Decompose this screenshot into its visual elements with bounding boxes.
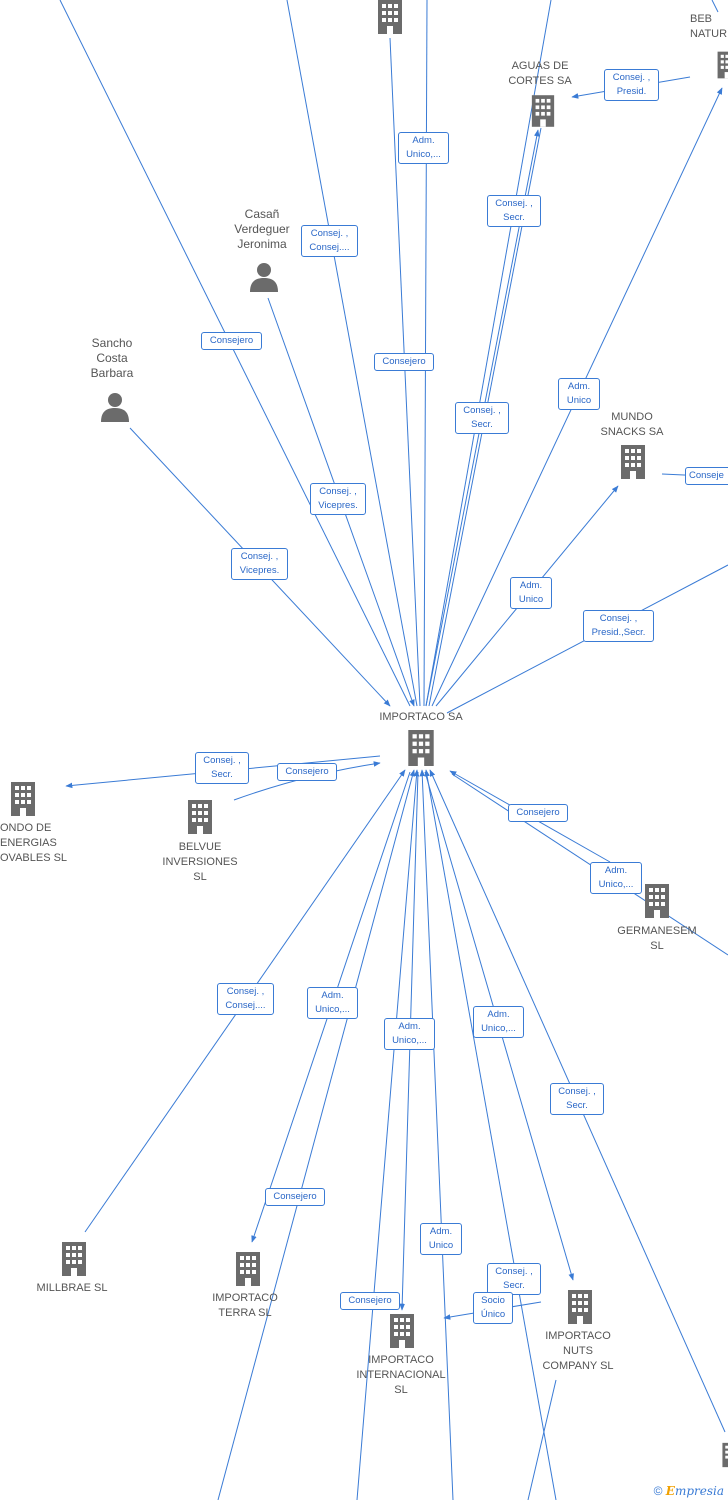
center-label[interactable]: IMPORTACO SA [379,711,463,723]
edges [59,0,728,1500]
edge-label[interactable]: Consej. , Vicepres. [310,483,366,515]
edge-label[interactable]: Adm. Unico,... [384,1018,435,1050]
edge-label[interactable]: Consej. , Secr. [487,1263,541,1295]
building-icon[interactable] [188,800,212,834]
edge [425,0,552,707]
brand-name: mpresia [674,1484,724,1498]
copyright-symbol: © [653,1484,663,1498]
edge [356,769,420,1500]
edge [59,0,411,707]
person-icon[interactable] [250,263,278,292]
edge [419,769,454,1500]
edge-label[interactable]: Consejero [265,1188,325,1206]
edge [286,0,418,707]
edge-label[interactable]: Consej. , Secr. [550,1083,604,1115]
company-label-millbrae[interactable]: MILLBRAE SL [36,1282,108,1294]
edge-label[interactable]: Consej. , Vicepres. [231,548,288,580]
building-icon[interactable] [717,51,728,79]
building-icon[interactable] [62,1242,86,1276]
edge-label[interactable]: Consejero [374,353,434,371]
person-icon[interactable] [101,393,129,422]
edge [389,37,421,707]
building-icon[interactable] [390,1314,414,1348]
edge [527,1379,557,1500]
edge [424,769,557,1500]
edge-label[interactable]: Socio Único [473,1292,513,1324]
copyright-footer: © Empresia [654,1484,724,1498]
building-icon[interactable] [378,0,402,34]
company-label-fondo-energias[interactable]: ONDO DE ENERGIAS OVABLES SL [0,822,68,864]
company-label-aguas-de-cortes[interactable]: AGUAS DE CORTES SA [508,60,572,87]
edge-label[interactable]: Conseje [685,467,728,485]
edge-label[interactable]: Adm. Unico,... [473,1006,524,1038]
edge-label[interactable]: Adm. Unico [510,577,552,609]
building-icon[interactable] [236,1252,260,1286]
edge-label[interactable]: Consej. , Secr. [455,402,509,434]
edge-label[interactable]: Adm. Unico,... [398,132,449,164]
edge-label[interactable]: Consejero [277,763,337,781]
edge [217,769,416,1500]
building-icon[interactable] [621,445,645,479]
brand-initial: E [665,1484,675,1498]
edge-label[interactable]: Consej. , Consej.... [217,983,274,1015]
person-label-sancho[interactable]: Sancho Costa Barbara [90,336,134,380]
edge [711,0,719,13]
company-label-germanesem[interactable]: GERMANESEM SL [617,925,697,952]
brand-logo[interactable]: Empresia [666,1484,724,1498]
edge-label[interactable]: Consejero [201,332,262,350]
company-label-mundo-snacks[interactable]: MUNDO SNACKS SA [600,411,664,438]
center-building-icon[interactable] [408,730,434,766]
company-label-belvue[interactable]: BELVUE INVERSIONES SL [162,841,238,883]
edge-label[interactable]: Adm. Unico [558,378,600,410]
building-icon[interactable] [645,884,669,918]
edge-label[interactable]: Consej. , Presid. [604,69,659,101]
edge-label[interactable]: Consejero [340,1292,400,1310]
edge-label[interactable]: Consej. , Consej.... [301,225,358,257]
company-label-importaco-internacional[interactable]: IMPORTACO INTERNACIONAL SL [356,1354,446,1396]
company-label-bebidas[interactable]: BEB NATUR [690,13,728,40]
icons [11,0,728,1468]
person-label-casan[interactable]: Casañ Verdeguer Jeronima [234,207,290,251]
building-icon[interactable] [568,1290,592,1324]
edge-label[interactable]: Consej. , Presid.,Secr. [583,610,654,642]
edge-label[interactable]: Consej. , Secr. [195,752,249,784]
building-icon[interactable] [531,95,555,127]
company-label-importaco-nuts[interactable]: IMPORTACO NUTS COMPANY SL [542,1330,614,1372]
edge-label[interactable]: Adm. Unico,... [590,862,642,894]
company-label-importaco-terra[interactable]: IMPORTACO TERRA SL [212,1292,278,1319]
building-icon[interactable] [722,1442,728,1468]
edge-label[interactable]: Adm. Unico [420,1223,462,1255]
building-icon[interactable] [11,782,35,816]
edge-label[interactable]: Consej. , Secr. [487,195,541,227]
edge-label[interactable]: Adm. Unico,... [307,987,358,1019]
edge-label[interactable]: Consejero [508,804,568,822]
